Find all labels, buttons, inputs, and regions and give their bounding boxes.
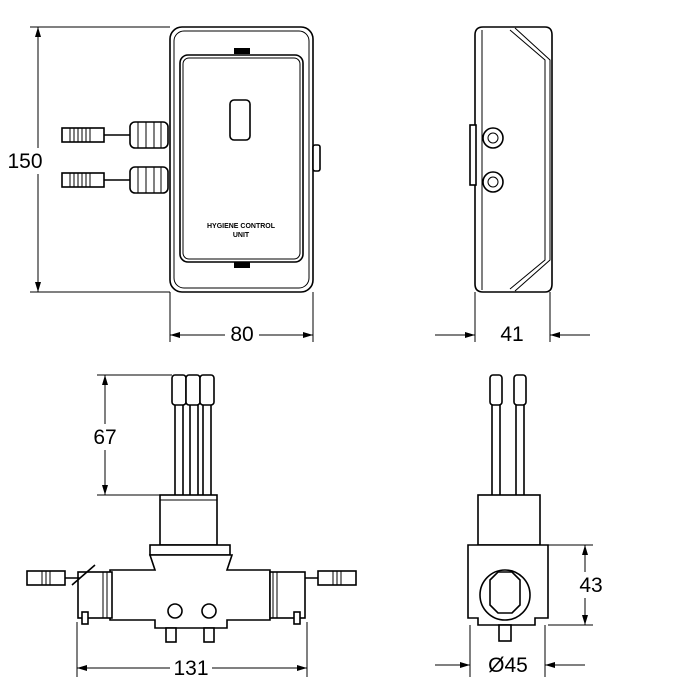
dimension-body-height-label: 43 xyxy=(579,574,602,597)
dimension-total-width: 131 xyxy=(76,622,308,680)
cable-connector-lower xyxy=(61,166,169,194)
dimension-depth: 41 xyxy=(435,292,590,346)
dimension-width: 80 xyxy=(169,292,314,346)
installation-box-front-view xyxy=(26,374,357,643)
dimension-width-label: 80 xyxy=(230,323,253,346)
dimension-diameter: Ø45 xyxy=(435,625,585,677)
dimension-total-width-label: 131 xyxy=(173,657,208,680)
indicator-window xyxy=(229,99,251,141)
dimension-diameter-label: Ø45 xyxy=(488,654,528,677)
dimension-depth-label: 41 xyxy=(500,323,523,346)
dimension-pipe-length-label: 67 xyxy=(93,426,116,449)
dimension-height: 150 xyxy=(0,26,170,293)
installation-box-side-view xyxy=(467,374,549,642)
dimension-height-label: 150 xyxy=(7,150,42,173)
front-view: HYGIENE CONTROL UNIT xyxy=(61,26,321,293)
device-label-line2: UNIT xyxy=(233,232,250,239)
device-label-line1: HYGIENE CONTROL xyxy=(207,223,276,230)
dimension-body-height: 43 xyxy=(548,544,604,626)
side-view xyxy=(469,26,553,293)
cable-connector-upper xyxy=(61,121,169,149)
dimension-pipe-length: 67 xyxy=(88,374,172,496)
